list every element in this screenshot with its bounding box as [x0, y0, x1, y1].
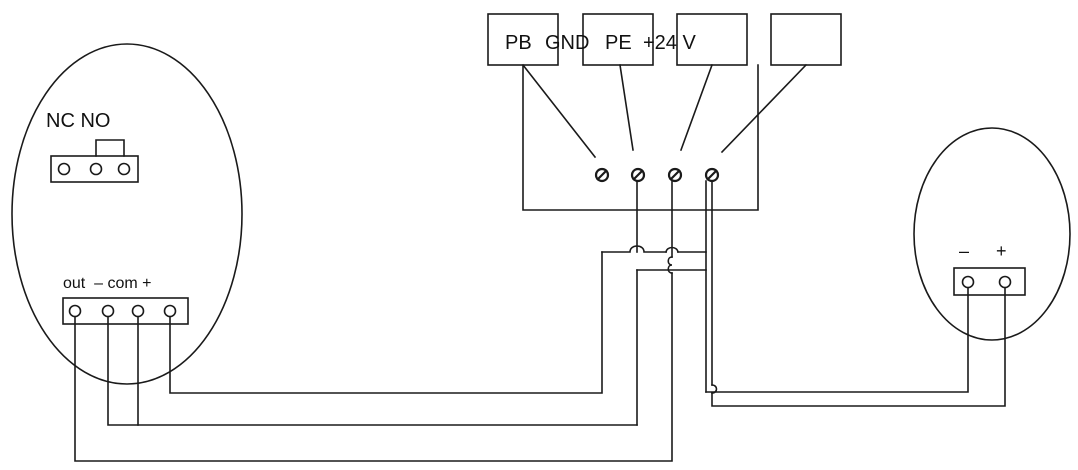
right-device: – +	[913, 127, 1071, 341]
label-pe: PE	[605, 32, 632, 54]
right-terminal-plus	[998, 275, 1012, 289]
terminal-plus	[163, 304, 177, 318]
leader-gnd	[619, 64, 634, 151]
contact-terminal-2	[89, 162, 103, 176]
label-24v: +24 V	[643, 32, 696, 54]
left-device-body	[11, 43, 243, 385]
wire-pe-hop	[667, 256, 673, 274]
contact-terminal-block	[50, 139, 139, 183]
terminal-minus	[101, 304, 115, 318]
terminal-out	[68, 304, 82, 318]
top-connector: PB GND PE +24 V	[487, 13, 842, 211]
left-device: NC NO out – com +	[11, 43, 243, 385]
contact-bridge	[95, 139, 125, 157]
right-plus-label: +	[996, 241, 1007, 261]
wire-plus-to-junction	[169, 251, 603, 394]
wire-to-right-plus	[711, 287, 1006, 407]
output-terminal-block	[62, 297, 189, 325]
screw-terminal-24v	[704, 167, 720, 183]
wire-junction-joint	[665, 246, 679, 253]
label-box-gnd	[582, 13, 654, 66]
connector-frame	[522, 64, 759, 211]
right-minus-label: –	[959, 241, 969, 261]
wire-minus-to-gnd	[107, 316, 638, 426]
contact-label: NC NO	[46, 110, 110, 132]
wire-plus-hop-over-gnd	[601, 245, 667, 253]
wire-to-right-minus	[705, 287, 969, 393]
label-box-pe	[676, 13, 748, 66]
terminal-com	[131, 304, 145, 318]
screw-terminal-gnd	[630, 167, 646, 183]
wire-out-to-pe	[74, 272, 673, 462]
leader-pe	[679, 63, 714, 152]
label-gnd: GND	[545, 32, 589, 54]
label-pb: PB	[505, 32, 532, 54]
label-box-24v	[770, 13, 842, 66]
screw-terminal-pb	[594, 167, 610, 183]
leader-24v	[720, 63, 808, 154]
screw-terminal-pe	[667, 167, 683, 183]
wires	[74, 180, 1006, 462]
right-device-body	[913, 127, 1071, 341]
contact-terminal-1	[57, 162, 71, 176]
contact-terminal-3	[117, 162, 131, 176]
right-terminal-minus	[961, 275, 975, 289]
leader-pb	[521, 63, 597, 159]
output-terminal-label: out – com +	[63, 275, 152, 292]
